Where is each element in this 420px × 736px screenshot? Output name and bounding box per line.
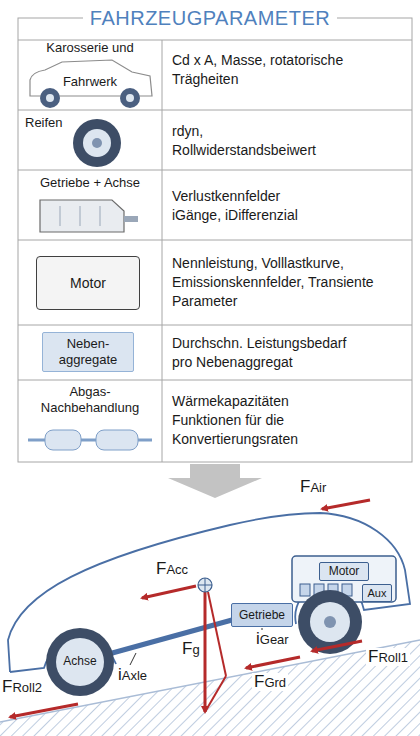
slope-component — [205, 676, 226, 712]
engine-box: Motor — [36, 256, 140, 310]
force-label: FAcc — [156, 560, 188, 578]
title: FAHRZEUGPARAMETER — [83, 7, 337, 29]
parameter-table — [18, 18, 412, 462]
force-arrows — [10, 500, 370, 717]
center-of-gravity — [198, 578, 212, 592]
auxiliary-box: Neben- aggregate — [42, 332, 134, 372]
force-label: FAir — [300, 478, 326, 496]
box-text: Motor — [70, 275, 106, 292]
table-divider — [162, 40, 163, 462]
box-text: Neben- aggregate — [50, 336, 126, 368]
force-label: FRoll1 — [366, 648, 410, 666]
force-label: FRoll2 — [2, 678, 42, 696]
parameter-text: Nennleistung, Volllastkurve, Emissionske… — [172, 254, 407, 311]
tyre-icon — [73, 119, 121, 167]
table-frame — [18, 18, 412, 462]
box-text: Getriebe — [239, 608, 285, 623]
roll1-force-arrow — [312, 641, 362, 651]
table-divider — [18, 240, 412, 241]
parameter-text: rdyn, Rollwiderstandsbeiwert — [172, 122, 344, 160]
force-label: Fg — [182, 640, 200, 658]
exhaust-icon — [28, 430, 152, 450]
auxiliary-box: Aux — [362, 584, 392, 602]
air-force-arrow — [322, 500, 370, 509]
leader-line — [262, 628, 263, 630]
gearbox-icon — [40, 200, 138, 232]
table-divider — [18, 170, 412, 171]
row-label: Getriebe + Achse — [24, 175, 156, 191]
row-label: Reifen — [25, 115, 63, 131]
parameter-text: Wärmekapazitäten Funktionen für die Konv… — [172, 392, 322, 449]
ratio-label: iAxle — [118, 666, 147, 684]
parameter-text: Verlustkennfelder iGänge, iDifferenzial — [172, 187, 322, 225]
roll2-force-arrow — [10, 704, 78, 717]
gearbox-box: Getriebe — [231, 603, 293, 627]
table-divider — [18, 110, 412, 111]
front-wheel — [298, 590, 362, 654]
rear-wheel — [46, 628, 114, 696]
acc-force-arrow — [142, 586, 196, 598]
engine-box: Motor — [319, 562, 369, 581]
drive-shaft — [105, 620, 232, 655]
title-wrap: FAHRZEUGPARAMETER — [0, 6, 420, 30]
ratio-label: iGear — [256, 630, 289, 648]
row-label: Karosserie und Fahrwerk — [37, 31, 143, 99]
normal-component — [208, 592, 226, 676]
parameter-text: Durchschn. Leistungsbedarf pro Nebenaggr… — [172, 334, 367, 372]
parameter-text: Cd x A, Masse, rotatorische Trägheiten — [172, 51, 344, 89]
box-text: Motor — [329, 564, 360, 579]
leader-line — [130, 653, 136, 665]
gravity-arrow — [204, 592, 207, 712]
force-label: FGrd — [252, 673, 288, 691]
flow-arrow — [168, 464, 262, 498]
table-divider — [18, 325, 412, 326]
table-divider — [18, 380, 412, 381]
grade-force-arrow — [246, 657, 300, 668]
axle-label: Achse — [50, 654, 110, 669]
row-label: Abgas- Nachbehandlung — [24, 384, 156, 416]
box-text: Aux — [368, 586, 387, 600]
